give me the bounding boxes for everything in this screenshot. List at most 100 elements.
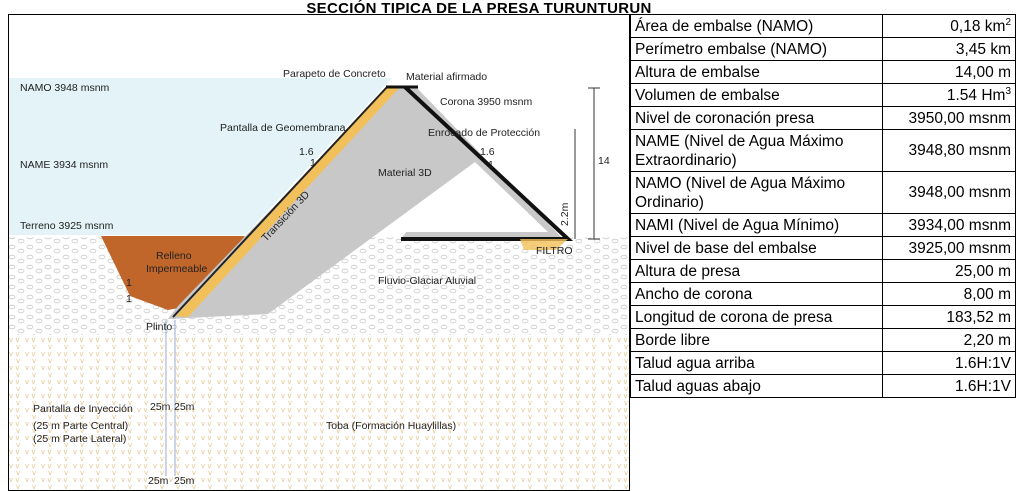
property-value-text: 3950,00 msnm — [908, 109, 1011, 127]
label-slope-rel-v: 1 — [126, 293, 132, 305]
label-plinto: Plinto — [146, 321, 172, 333]
label-h-right2: 2.2m — [559, 202, 571, 226]
property-value: 25,00 m — [882, 259, 1016, 283]
label-material-3d: Material 3D — [378, 167, 432, 179]
property-value-text: 14,00 m — [954, 63, 1011, 81]
property-value: 1.54 Hm3 — [882, 83, 1016, 107]
table-row: Ancho de corona 8,00 m — [630, 282, 1016, 306]
label-dim-25d: 25m — [174, 475, 195, 487]
transition-3d — [176, 87, 400, 317]
table-row: Talud aguas abajo 1.6H:1V — [630, 374, 1016, 398]
label-dim-25c: 25m — [148, 475, 169, 487]
label-relleno-2: Impermeable — [146, 263, 207, 275]
label-material-afirmado: Material afirmado — [406, 71, 487, 83]
label-terreno: Terreno 3925 msnm — [20, 220, 114, 232]
table-row: Borde libre 2,20 m — [630, 328, 1016, 352]
property-value: 183,52 m — [882, 305, 1016, 329]
property-value: 14,00 m — [882, 60, 1016, 84]
table-row: Longitud de corona de presa 183,52 m — [630, 305, 1016, 329]
label-namo: NAMO 3948 msnm — [20, 82, 110, 94]
property-label: Ancho de corona — [630, 282, 883, 306]
label-toba: Toba (Formación Huaylillas) — [326, 420, 456, 432]
property-label: Talud aguas abajo — [630, 374, 883, 398]
table-row: Área de embalse (NAMO)0,18 km2 — [630, 14, 1016, 38]
property-value-text: 3934,00 msnm — [908, 216, 1011, 234]
dam-body — [168, 87, 563, 319]
label-pantalla-inyeccion: Pantalla de Inyección — [33, 403, 133, 415]
property-value: 3934,00 msnm — [882, 213, 1016, 237]
property-value-text: 1.6H:1V — [954, 354, 1011, 372]
filtro — [520, 239, 568, 250]
label-name: NAME 3934 msnm — [20, 159, 108, 171]
table-row: Altura de presa 25,00 m — [630, 259, 1016, 283]
label-slope-up-v: 1 — [310, 157, 316, 169]
property-value: 8,00 m — [882, 282, 1016, 306]
property-value-superscript: 2 — [1005, 16, 1011, 28]
property-label: Nivel de base del embalse — [630, 236, 883, 260]
property-label: Talud agua arriba — [630, 351, 883, 375]
property-label: Altura de embalse — [630, 60, 883, 84]
label-slope-rel-h: 1 — [126, 277, 132, 289]
label-fluvio: Fluvio-Glaciar Aluvial — [378, 275, 476, 287]
property-value: 2,20 m — [882, 328, 1016, 352]
property-value: 1.6H:1V — [882, 374, 1016, 398]
property-value: 1.6H:1V — [882, 351, 1016, 375]
property-value-text: 183,52 m — [946, 308, 1011, 326]
label-parte-central: (25 m Parte Central) — [33, 420, 128, 432]
reservoir-water — [9, 78, 392, 235]
property-label: NAMI (Nivel de Agua Mínimo) — [630, 213, 883, 237]
property-label: Área de embalse (NAMO) — [630, 14, 883, 38]
label-slope-up-h: 1.6 — [299, 146, 314, 158]
table-row: Perímetro embalse (NAMO) 3,45 km — [630, 37, 1016, 61]
table-row: Nivel de coronación presa 3950,00 msnm — [630, 106, 1016, 130]
property-value: 3950,00 msnm — [882, 106, 1016, 130]
toba-layer — [9, 334, 629, 490]
property-label: Volumen de embalse — [630, 83, 883, 107]
property-value-superscript: 3 — [1005, 85, 1011, 97]
label-slope-dn-v: 1 — [488, 159, 494, 171]
dam-cross-section: v v v NAMO 3948 msnm NAME 3934 msnm Terr… — [8, 14, 630, 491]
label-dim-25a: 25m — [150, 401, 171, 413]
label-slope-dn-h: 1.6 — [480, 146, 495, 158]
property-label: NAMO (Nivel de Agua Máximo Ordinario) — [630, 171, 883, 214]
table-row: Talud agua arriba 1.6H:1V — [630, 351, 1016, 375]
title-text: SECCIÓN TIPICA DE LA PRESA TURUNTURUN — [306, 0, 652, 14]
geomembrane-line — [172, 85, 389, 318]
property-value-text: 1.6H:1V — [954, 377, 1011, 395]
property-value-text: 3,45 km — [955, 40, 1011, 58]
table-row: NAMO (Nivel de Agua Máximo Ordinario) 394… — [630, 171, 1016, 214]
property-value: 0,18 km2 — [882, 14, 1016, 38]
property-value-text: 0,18 km — [950, 17, 1006, 35]
property-label: Longitud de corona de presa — [630, 305, 883, 329]
property-value-text: 8,00 m — [963, 285, 1011, 303]
table-row: Altura de embalse 14,00 m — [630, 60, 1016, 84]
label-pantalla-geomembrana: Pantalla de Geomembrana — [220, 122, 346, 134]
relleno-impermeable — [101, 236, 245, 310]
property-value: 3948,00 msnm — [882, 171, 1016, 214]
label-dim-25b: 25m — [174, 401, 195, 413]
table-row: NAMI (Nivel de Agua Mínimo) 3934,00 msnm — [630, 213, 1016, 237]
page-title: SECCIÓN TIPICA DE LA PRESA TURUNTURUN — [0, 0, 1018, 14]
property-value-text: 3948,00 msnm — [908, 184, 1011, 201]
property-value-text: 2,20 m — [963, 331, 1011, 349]
property-label: Borde libre — [630, 328, 883, 352]
label-enrocado: Enrocado de Protección — [428, 127, 540, 139]
property-value: 3948,80 msnm — [882, 129, 1016, 172]
property-label: Perímetro embalse (NAMO) — [630, 37, 883, 61]
label-parapeto: Parapeto de Concreto — [283, 68, 386, 80]
label-relleno-1: Relleno — [156, 250, 192, 262]
property-value-text: 1.54 Hm — [946, 86, 1006, 104]
label-filtro: FILTRO — [536, 245, 573, 257]
property-label: Altura de presa — [630, 259, 883, 283]
property-label: NAME (Nivel de Agua Máximo Extraordinari… — [630, 129, 883, 172]
label-h-right: 14 — [598, 155, 610, 167]
table-row: NAME (Nivel de Agua Máximo Extraordinari… — [630, 129, 1016, 172]
property-value-text: 3948,80 msnm — [908, 142, 1011, 159]
property-value-text: 25,00 m — [954, 262, 1011, 280]
property-label: Nivel de coronación presa — [630, 106, 883, 130]
property-value: 3,45 km — [882, 37, 1016, 61]
